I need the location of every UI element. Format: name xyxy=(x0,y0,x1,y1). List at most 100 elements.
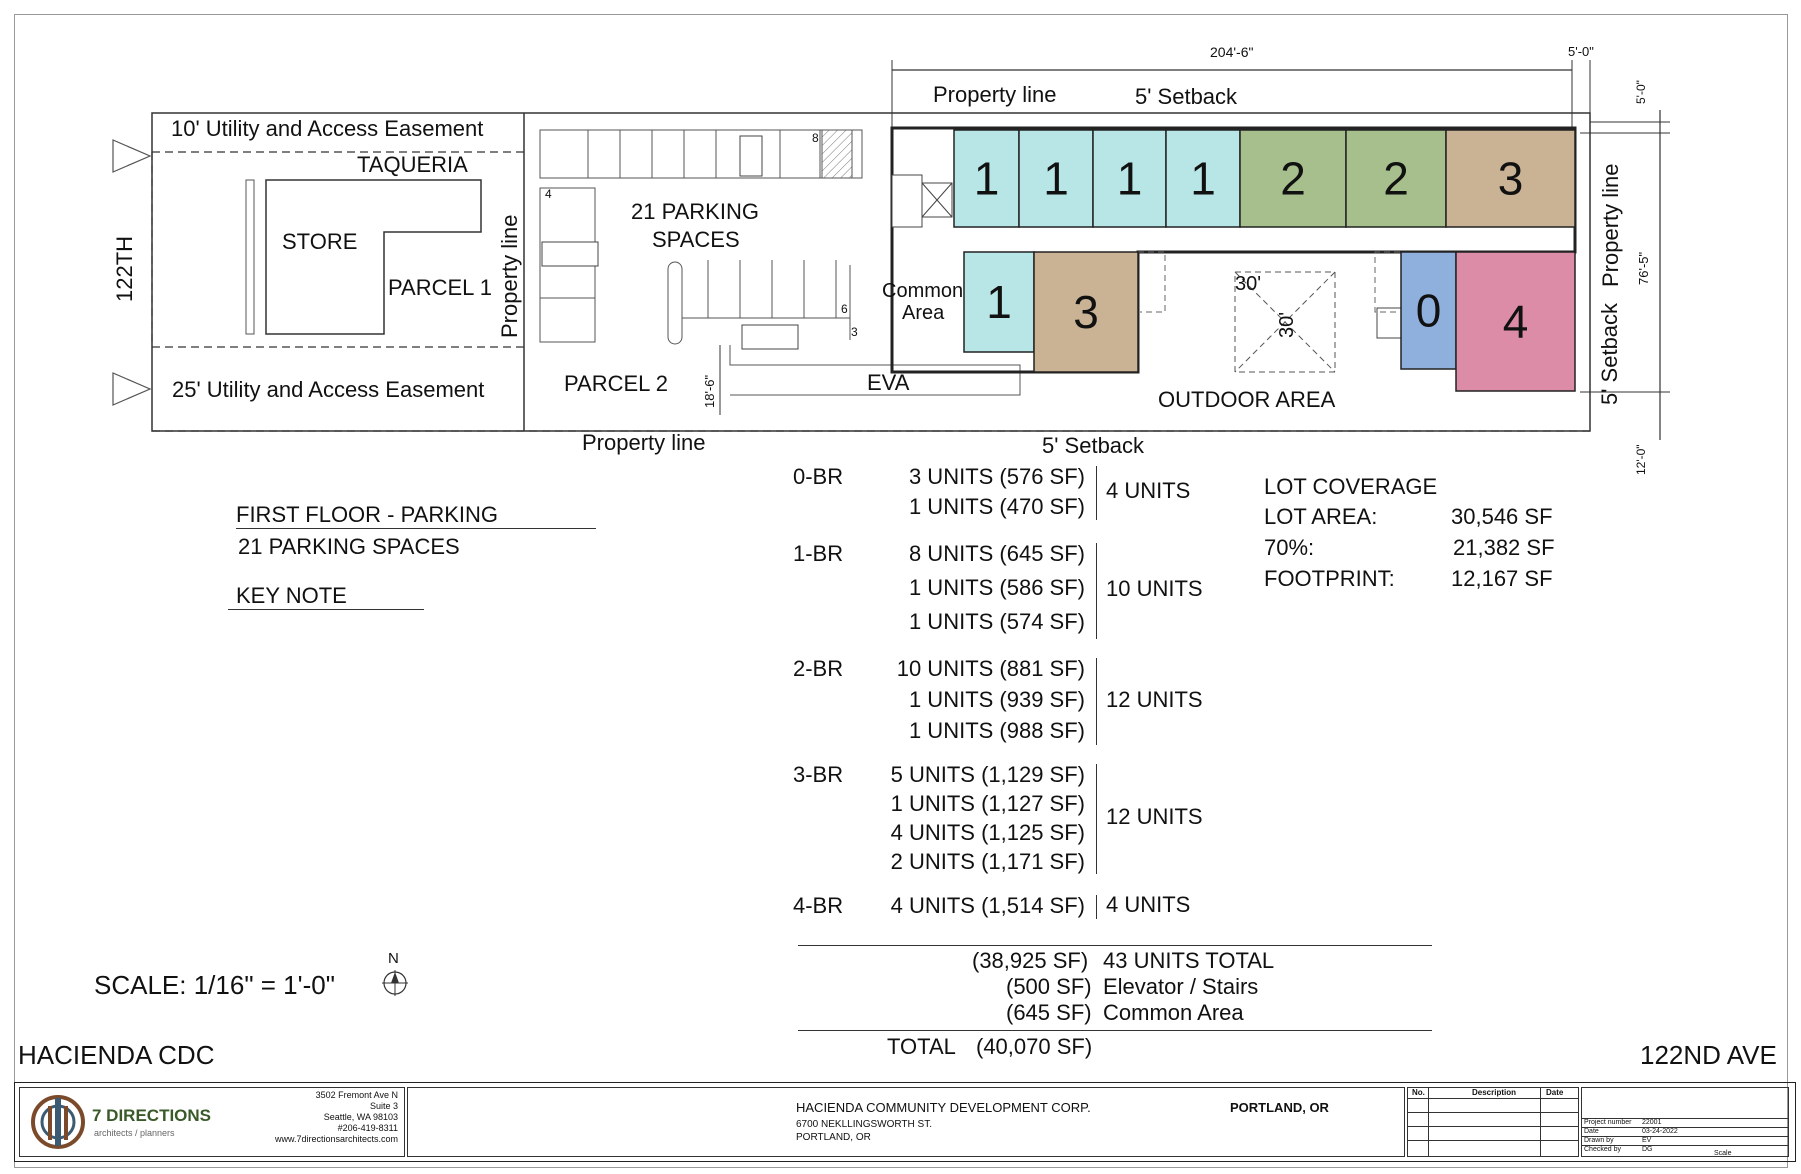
client-address-1: 6700 NEKLLINGSWORTH ST. xyxy=(796,1119,932,1130)
store-label: STORE xyxy=(282,229,358,254)
firm-logo xyxy=(31,1095,85,1149)
coverage-row-value: 30,546 SF xyxy=(1451,504,1553,529)
unit-line: 1 UNITS (939 SF) xyxy=(908,687,1085,712)
client-name: HACIENDA COMMUNITY DEVELOPMENT CORP. xyxy=(796,1100,1091,1115)
outdoor-dashed-edge xyxy=(1374,251,1400,313)
eva-lane xyxy=(729,345,1021,396)
sheet-border xyxy=(14,14,1788,1168)
rev-row-line xyxy=(1408,1126,1578,1127)
client-address-2: PORTLAND, OR xyxy=(796,1132,871,1143)
parking-island xyxy=(667,261,683,345)
summary-elevator-sf: (500 SF) xyxy=(1006,974,1092,999)
dimension-width: 204'-6" xyxy=(1210,44,1254,60)
rev-header-no: No. xyxy=(1412,1088,1425,1097)
unit-top-4 xyxy=(1239,129,1347,228)
car-icon xyxy=(541,241,599,267)
parking-row-top xyxy=(539,129,863,179)
summary-units-total: 43 UNITS TOTAL xyxy=(1103,948,1275,973)
unit-top-2 xyxy=(1092,129,1167,228)
info-label: Checked by xyxy=(1584,1146,1621,1153)
unit-line: 1 UNITS (988 SF) xyxy=(908,718,1085,743)
project-cell: HACIENDA COMMUNITY DEVELOPMENT CORP. 670… xyxy=(407,1087,1405,1157)
street-label-left: 122TH xyxy=(112,235,137,302)
scale-cell-label: Scale xyxy=(1714,1150,1732,1157)
dimension-right-setback: 5'-0" xyxy=(1568,44,1594,59)
unit-type: 1-BR xyxy=(793,541,844,566)
summary-rule-bottom xyxy=(798,1030,1432,1031)
eva-label: EVA xyxy=(867,370,910,395)
revision-cell: No. Description Date xyxy=(1407,1087,1579,1157)
unit-line: 2 UNITS (1,171 SF) xyxy=(890,849,1085,874)
unit-line: 1 UNITS (470 SF) xyxy=(908,494,1085,519)
unit-type: 0-BR xyxy=(793,464,844,489)
info-label: Drawn by xyxy=(1584,1137,1614,1144)
stall-number: 4 xyxy=(545,187,552,201)
stair-icon xyxy=(891,174,923,228)
setback-label-right: 5' Setback xyxy=(1597,302,1622,405)
firm-address-line: Suite 3 xyxy=(369,1101,398,1111)
firm-cell: 7 DIRECTIONS architects / planners 3502 … xyxy=(19,1087,405,1157)
unit-line: 1 UNITS (574 SF) xyxy=(908,609,1085,634)
group-bracket xyxy=(1096,466,1097,520)
stair-icon xyxy=(1376,307,1402,339)
coverage-row-label: LOT AREA: xyxy=(1264,504,1378,529)
group-bracket xyxy=(1096,543,1097,639)
group-total: 4 UNITS xyxy=(1106,892,1191,917)
outdoor-dim-vertical: 30' xyxy=(1276,311,1298,338)
store-building xyxy=(265,179,482,335)
car-icon xyxy=(741,324,799,350)
group-total: 10 UNITS xyxy=(1106,576,1203,601)
unit-label: 2 xyxy=(1280,153,1306,205)
taqueria-label: TAQUERIA xyxy=(357,152,468,177)
info-value: DG xyxy=(1642,1146,1653,1153)
property-line-label-vertical: Property line xyxy=(497,214,522,338)
rev-header-description: Description xyxy=(1472,1088,1517,1097)
firm-address-line: #206-419-8311 xyxy=(337,1123,398,1133)
info-value: 03-24-2022 xyxy=(1642,1128,1678,1135)
rev-col-line xyxy=(1540,1088,1541,1156)
rev-row-line xyxy=(1408,1112,1578,1113)
setback-label-bottom: 5' Setback xyxy=(1042,433,1145,458)
coverage-row-value: 12,167 SF xyxy=(1451,566,1553,591)
project-label: HACIENDA CDC xyxy=(18,1040,215,1070)
group-bracket xyxy=(1096,764,1097,874)
outdoor-area-label: OUTDOOR AREA xyxy=(1158,387,1336,412)
unit-label: 1 xyxy=(1043,153,1069,205)
title-block: 7 DIRECTIONS architects / planners 3502 … xyxy=(14,1082,1796,1162)
outdoor-square xyxy=(1234,271,1336,373)
total-label: TOTAL xyxy=(887,1034,956,1059)
coverage-heading: LOT COVERAGE xyxy=(1264,474,1438,499)
rev-header-date: Date xyxy=(1546,1088,1564,1097)
unit-top-0 xyxy=(953,129,1020,228)
property-line-label-bottom: Property line xyxy=(582,430,706,455)
summary-rule-top xyxy=(798,945,1432,946)
unit-label: 4 xyxy=(1503,296,1529,348)
info-row: Checked by DG xyxy=(1582,1145,1788,1154)
firm-address-line: Seattle, WA 98103 xyxy=(323,1112,398,1122)
dimension-top-setback: 5'-0" xyxy=(1634,80,1648,104)
unit-bottom-3 xyxy=(1455,251,1576,392)
stall-number: 8 xyxy=(812,131,819,145)
unit-line: 1 UNITS (1,127 SF) xyxy=(890,791,1085,816)
unit-type: 3-BR xyxy=(793,762,844,787)
parking-count-label-1: 21 PARKING xyxy=(631,199,759,224)
parcel-2-label: PARCEL 2 xyxy=(564,371,668,396)
summary-units-sf: (38,925 SF) xyxy=(972,948,1089,973)
parking-left-stall-low xyxy=(539,297,596,343)
common-area-label-1: Common xyxy=(882,280,964,302)
unit-type: 2-BR xyxy=(793,656,844,681)
unit-bottom-1 xyxy=(1033,251,1139,373)
unit-type: 4-BR xyxy=(793,893,844,918)
group-total: 4 UNITS xyxy=(1106,478,1191,503)
floor-title: FIRST FLOOR - PARKING xyxy=(236,502,596,529)
unit-label: 3 xyxy=(1498,153,1524,205)
rev-row-line xyxy=(1408,1140,1578,1141)
key-note: KEY NOTE xyxy=(228,583,424,610)
unit-label: 1 xyxy=(1190,153,1216,205)
store-canopy xyxy=(245,179,255,335)
unit-top-6 xyxy=(1445,129,1576,228)
